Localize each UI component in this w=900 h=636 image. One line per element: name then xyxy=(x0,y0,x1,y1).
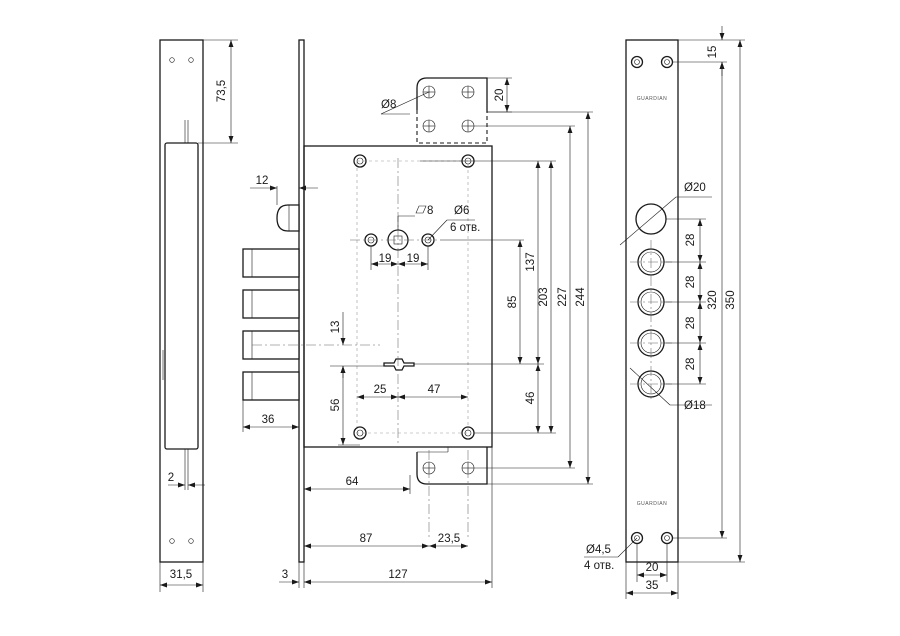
dim-20-bottom: 20 xyxy=(646,562,659,574)
dim-320: 320 xyxy=(707,290,719,309)
dim-15: 15 xyxy=(707,46,719,59)
dim-36: 36 xyxy=(262,414,275,426)
dim-phi20: Ø20 xyxy=(684,182,706,194)
dim-25: 25 xyxy=(374,384,387,396)
dim-2: 2 xyxy=(168,472,174,484)
dim-23-5: 23,5 xyxy=(438,533,460,545)
label-6-holes: 6 отв. xyxy=(450,222,480,234)
dim-203: 203 xyxy=(538,287,550,306)
dim-64: 64 xyxy=(346,476,359,488)
dim-phi4-5: Ø4,5 xyxy=(586,544,611,556)
dim-244: 244 xyxy=(575,287,587,307)
dim-12: 12 xyxy=(256,175,269,187)
dim-137: 137 xyxy=(525,252,537,271)
dim-20-top: 20 xyxy=(494,89,506,102)
dim-square-8: 8 xyxy=(427,205,433,217)
label-4-holes: 4 отв. xyxy=(584,560,614,572)
dim-47: 47 xyxy=(428,384,441,396)
dim-85: 85 xyxy=(507,296,519,309)
dim-19-right: 19 xyxy=(407,253,420,265)
dim-127: 127 xyxy=(388,569,407,581)
dim-phi8: Ø8 xyxy=(381,99,396,111)
dim-3: 3 xyxy=(282,569,288,581)
engraving-top: GUARDIAN xyxy=(637,96,667,102)
dim-phi6: Ø6 xyxy=(454,205,469,217)
dim-46: 46 xyxy=(525,392,537,405)
dim-31-5: 31,5 xyxy=(170,569,192,581)
engraving-bottom: GUARDIAN xyxy=(637,501,667,507)
dim-73-5: 73,5 xyxy=(216,80,228,102)
dim-227: 227 xyxy=(557,287,569,306)
dim-28-4: 28 xyxy=(685,358,697,371)
side-view: 73,5 31,5 2 xyxy=(159,39,238,592)
dim-28-1: 28 xyxy=(685,234,697,247)
dim-28-3: 28 xyxy=(685,317,697,330)
dim-13: 13 xyxy=(330,321,342,334)
dim-19-left: 19 xyxy=(379,253,392,265)
dim-phi18: Ø18 xyxy=(684,400,706,412)
dim-56: 56 xyxy=(330,399,342,412)
dim-35: 35 xyxy=(646,580,659,592)
faceplate-view: GUARDIAN GUARDIAN 15 28 28 28 28 xyxy=(584,26,745,599)
dim-350: 350 xyxy=(725,290,737,309)
dim-28-2: 28 xyxy=(685,276,697,289)
dim-87: 87 xyxy=(360,533,373,545)
front-view: Ø8 20 12 8 Ø6 6 отв. 19 19 13 xyxy=(242,39,593,588)
